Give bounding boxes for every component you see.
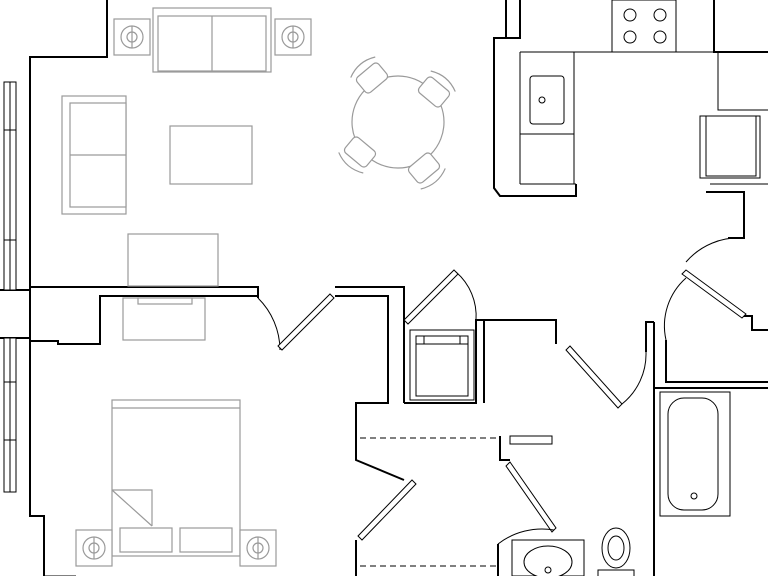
dining-chair: [417, 70, 456, 108]
bedroom-closet-door: [565, 321, 654, 409]
kitchen-counter: [493, 0, 714, 197]
window-upper: [3, 81, 17, 291]
bathroom-sink: [511, 539, 585, 576]
window-lower: [3, 337, 17, 493]
dining-chair: [338, 136, 377, 174]
coffee-table: [169, 125, 253, 185]
nightstand-right: [239, 529, 277, 567]
end-table-left: [113, 18, 151, 56]
closet-shelf: [509, 435, 553, 445]
bed: [111, 399, 241, 557]
toilet: [597, 527, 635, 576]
bathroom-entry-door: [663, 237, 747, 341]
bathtub: [659, 391, 731, 517]
kitchen-sink: [529, 75, 565, 125]
dining-chair: [407, 152, 446, 190]
tv-console: [127, 233, 219, 287]
nightstand-left: [75, 529, 113, 567]
dining-chair: [350, 56, 389, 94]
laundry-door: [403, 269, 477, 325]
hall-closet-door: [357, 479, 417, 541]
washer-dryer: [409, 329, 475, 401]
refrigerator: [699, 52, 768, 185]
dining-table: [351, 75, 445, 169]
interior-walls: [30, 191, 768, 576]
cooktop: [611, 0, 677, 53]
end-table-right: [274, 18, 312, 56]
bath-door: [497, 461, 557, 545]
bedroom-door: [257, 293, 335, 351]
dresser: [122, 297, 206, 341]
sofa: [152, 7, 272, 73]
dining-set: [338, 56, 456, 190]
loveseat: [61, 95, 127, 215]
